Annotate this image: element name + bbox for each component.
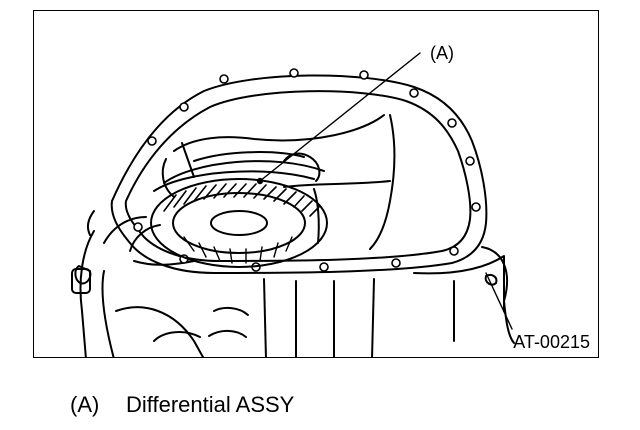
figure-code: AT-00215 [513, 332, 590, 352]
case-body [71, 210, 515, 357]
case-flange [110, 68, 488, 274]
callout-label-a: (A) [430, 43, 454, 63]
differential-assembly [103, 114, 396, 268]
legend-key: (A) [70, 392, 100, 417]
legend-item-a: (A) Differential ASSY [70, 392, 294, 418]
legend-text: Differential ASSY [126, 392, 295, 417]
transmission-case-drawing [71, 52, 515, 357]
figure-frame: (A) AT-00215 [33, 10, 599, 358]
leader-lines [256, 52, 513, 330]
